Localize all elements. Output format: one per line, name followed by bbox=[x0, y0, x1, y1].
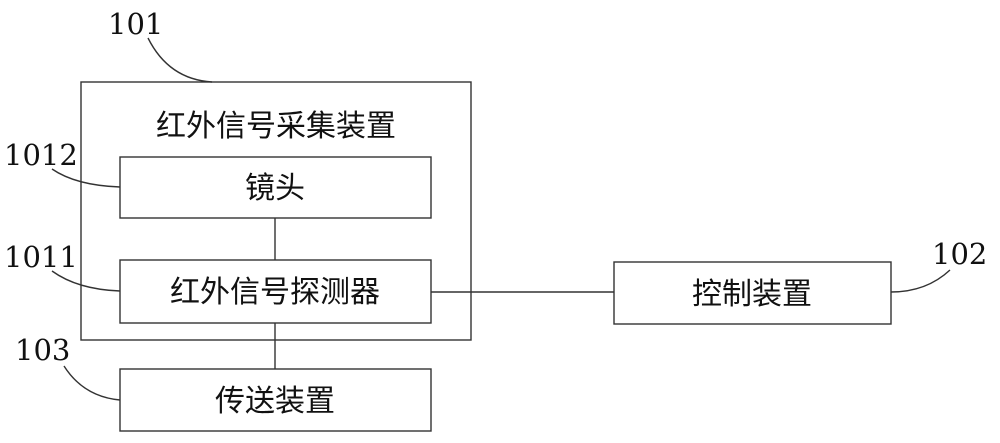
detector-ref: 1011 bbox=[4, 240, 78, 274]
lens-ref: 1012 bbox=[4, 138, 78, 172]
transmit-label: 传送装置 bbox=[215, 384, 335, 419]
collector-title: 红外信号采集装置 bbox=[156, 109, 396, 144]
control-ref-leader bbox=[891, 270, 950, 292]
control-ref: 102 bbox=[932, 237, 987, 271]
collector-ref-leader bbox=[148, 38, 212, 82]
collector-ref: 101 bbox=[108, 7, 163, 41]
lens-label: 镜头 bbox=[245, 171, 305, 206]
control-label: 控制装置 bbox=[692, 277, 812, 312]
transmit-ref-leader bbox=[64, 366, 120, 400]
detector-label: 红外信号探测器 bbox=[170, 275, 380, 310]
transmit-ref: 103 bbox=[15, 333, 70, 367]
